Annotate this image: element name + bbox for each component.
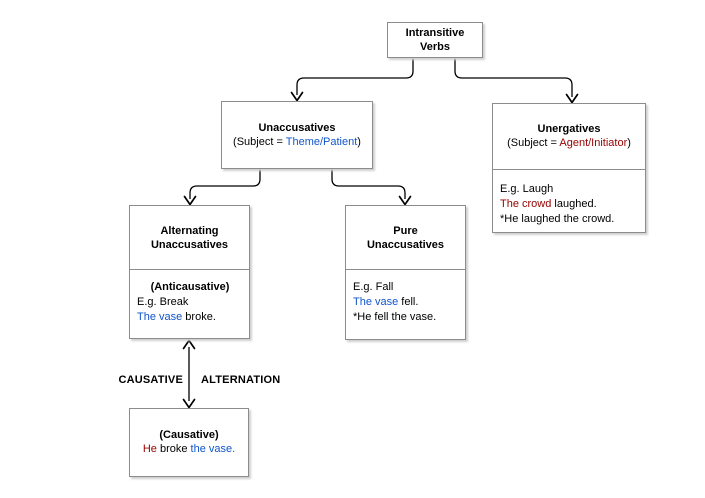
causative-alternation-label-left: CAUSATIVE [118, 374, 183, 386]
arrow-intransitive-to-unaccusatives [296, 58, 414, 95]
node-title: Pure [393, 224, 418, 237]
ungrammatical-line: *He laughed the crowd. [500, 213, 615, 225]
node-unergatives: Unergatives (Subject = Agent/Initiator) … [492, 103, 646, 233]
arrow-intransitive-to-unergatives [454, 58, 573, 97]
node-causative: (Causative) He broke the vase. [129, 408, 249, 477]
causative-alternation-label-right: ALTERNATION [201, 374, 281, 386]
arrowhead-alternating [183, 195, 197, 206]
node-unaccusatives: Unaccusatives (Subject = Theme/Patient) [221, 101, 373, 169]
node-title: Alternating [160, 224, 219, 237]
node-title: Unergatives [537, 123, 601, 135]
arrow-unaccusatives-to-pure [331, 169, 406, 199]
node-alternating-unaccusatives: Alternating Unaccusatives (Anticausative… [129, 205, 250, 339]
causative-label: (Causative) [159, 429, 219, 441]
anticausative-label: (Anticausative) [150, 281, 230, 293]
theme-patient-text: Theme/Patient [285, 135, 358, 148]
node-pure-unaccusatives: Pure Unaccusatives E.g. Fall The vase fe… [345, 205, 466, 340]
node-title: Intransitive [405, 27, 465, 39]
node-title: Unaccusatives [366, 238, 445, 251]
agent-initiator-text: Agent/Initiator [559, 137, 628, 149]
ungrammatical-line: *He fell the vase. [353, 311, 437, 323]
example-line: E.g. Break [137, 296, 189, 308]
arrow-unaccusatives-to-alternating [189, 169, 261, 199]
sentence-line: He broke the vase. [142, 443, 236, 455]
arrowhead-unergatives [565, 93, 579, 104]
node-subject-line: (Subject = Theme/Patient) [233, 135, 361, 148]
arrowhead-alternation-down [182, 398, 196, 409]
node-title: Unaccusatives [150, 238, 229, 251]
node-title: Unaccusatives [258, 121, 336, 134]
arrowhead-alternation-up [182, 339, 196, 350]
node-intransitive-verbs: Intransitive Verbs [387, 22, 483, 58]
node-subject-line: (Subject = Agent/Initiator) [507, 137, 631, 149]
node-title: Verbs [420, 41, 450, 53]
example-line: E.g. Fall [353, 281, 394, 293]
arrowhead-pure [398, 195, 412, 206]
example-line: E.g. Laugh [500, 183, 554, 195]
arrowhead-unaccusatives [290, 91, 304, 102]
sentence-line: The vase broke. [137, 311, 216, 323]
sentence-line: The vase fell. [353, 296, 419, 308]
sentence-line: The crowd laughed. [500, 198, 597, 210]
